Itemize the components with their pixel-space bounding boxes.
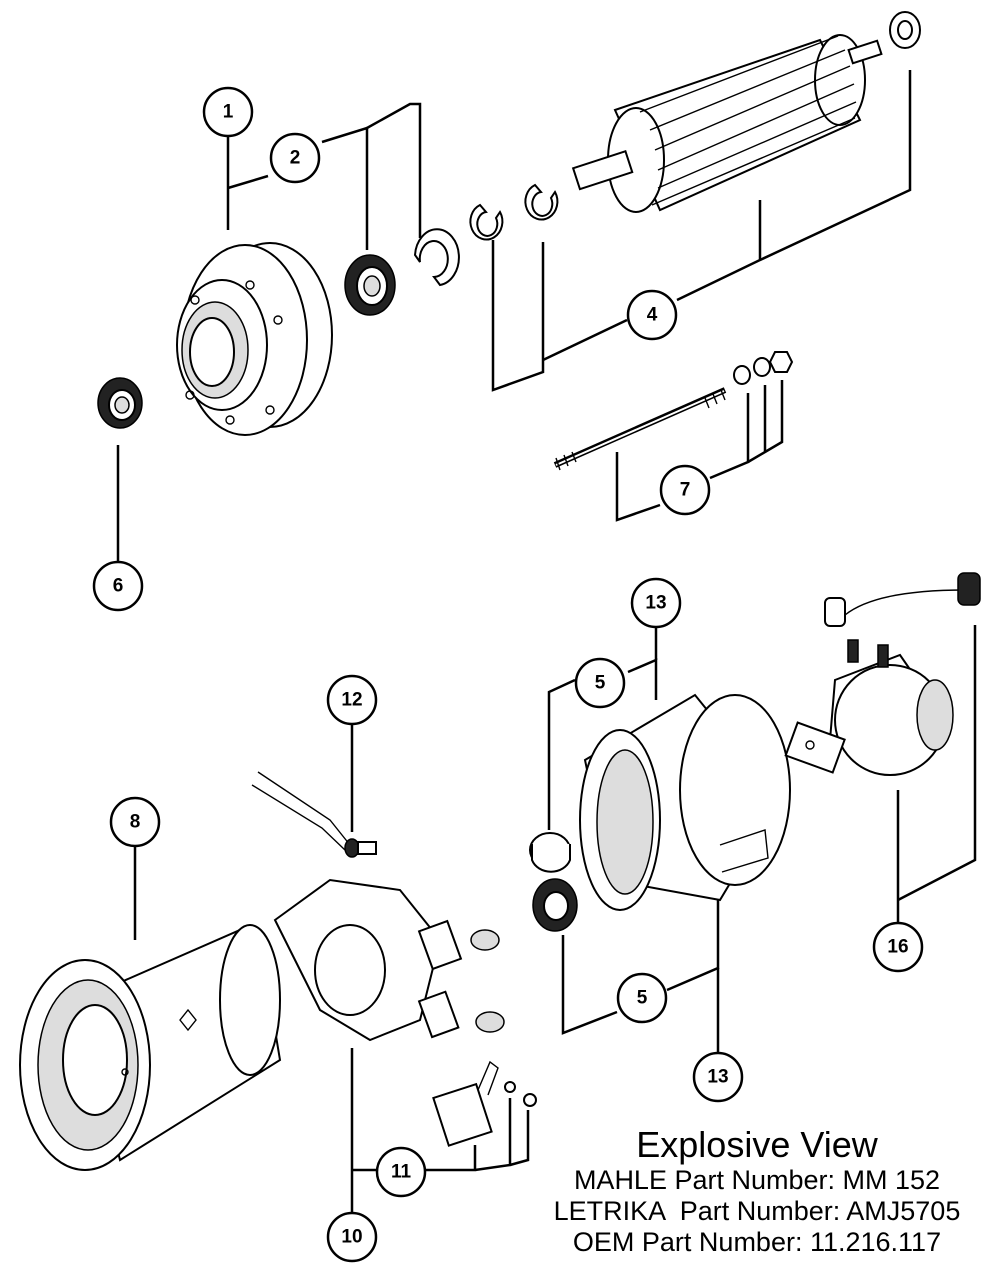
callout-label: 5 [637,988,648,1009]
callout-label: 2 [290,148,301,169]
small-bearing [97,377,143,429]
callout-13-upper: 13 [630,577,682,629]
callout-label: 7 [680,480,691,501]
callout-6: 6 [92,560,144,612]
caption-title: Explosive View [636,1124,878,1165]
callout-label: 13 [645,593,666,614]
callout-label: 13 [707,1067,728,1088]
callout-4: 4 [626,289,678,341]
armature [469,11,921,241]
callout-label: 10 [341,1227,362,1248]
callout-16: 16 [872,921,924,973]
callout-12: 12 [326,674,378,726]
callout-1: 1 [202,86,254,138]
callout-label: 1 [223,102,234,123]
drive-end-housing [176,242,333,436]
callout-label: 11 [391,1162,412,1183]
callout-label: 12 [341,690,362,711]
callout-label: 16 [887,937,908,958]
caption-letrika-part-number: LETRIKA Part Number: AMJ5705 [553,1196,961,1226]
callout-5-lower: 5 [616,972,668,1024]
caption-mahle-part-number: MAHLE Part Number: MM 152 [573,1165,941,1195]
callout-label: 4 [647,305,658,326]
callout-8: 8 [109,796,161,848]
callout-label: 8 [130,812,141,833]
callout-2: 2 [269,132,321,184]
sensor [251,771,377,858]
field-housing [19,924,282,1171]
caption-block: Explosive View MAHLE Part Number: MM 152… [522,1125,992,1258]
caption-oem-part-number: OEM Part Number: 11.216.117 [572,1227,942,1257]
brush-assembly [432,1060,537,1147]
bushing [529,832,571,873]
callout-13-lower: 13 [692,1051,744,1103]
callout-7: 7 [659,464,711,516]
leader-lines [116,70,977,1212]
brush-holder-plate [273,878,505,1042]
callout-label: 6 [113,576,124,597]
callout-label: 5 [595,673,606,694]
sleeve-bearing [532,878,578,932]
callout-10: 10 [326,1211,378,1263]
bearing-and-snap-ring [344,228,460,316]
solenoid [784,572,981,776]
through-bolt [553,351,794,471]
housing-sleeve [579,693,791,911]
callout-5-upper: 5 [574,657,626,709]
callout-11: 11 [375,1146,427,1198]
